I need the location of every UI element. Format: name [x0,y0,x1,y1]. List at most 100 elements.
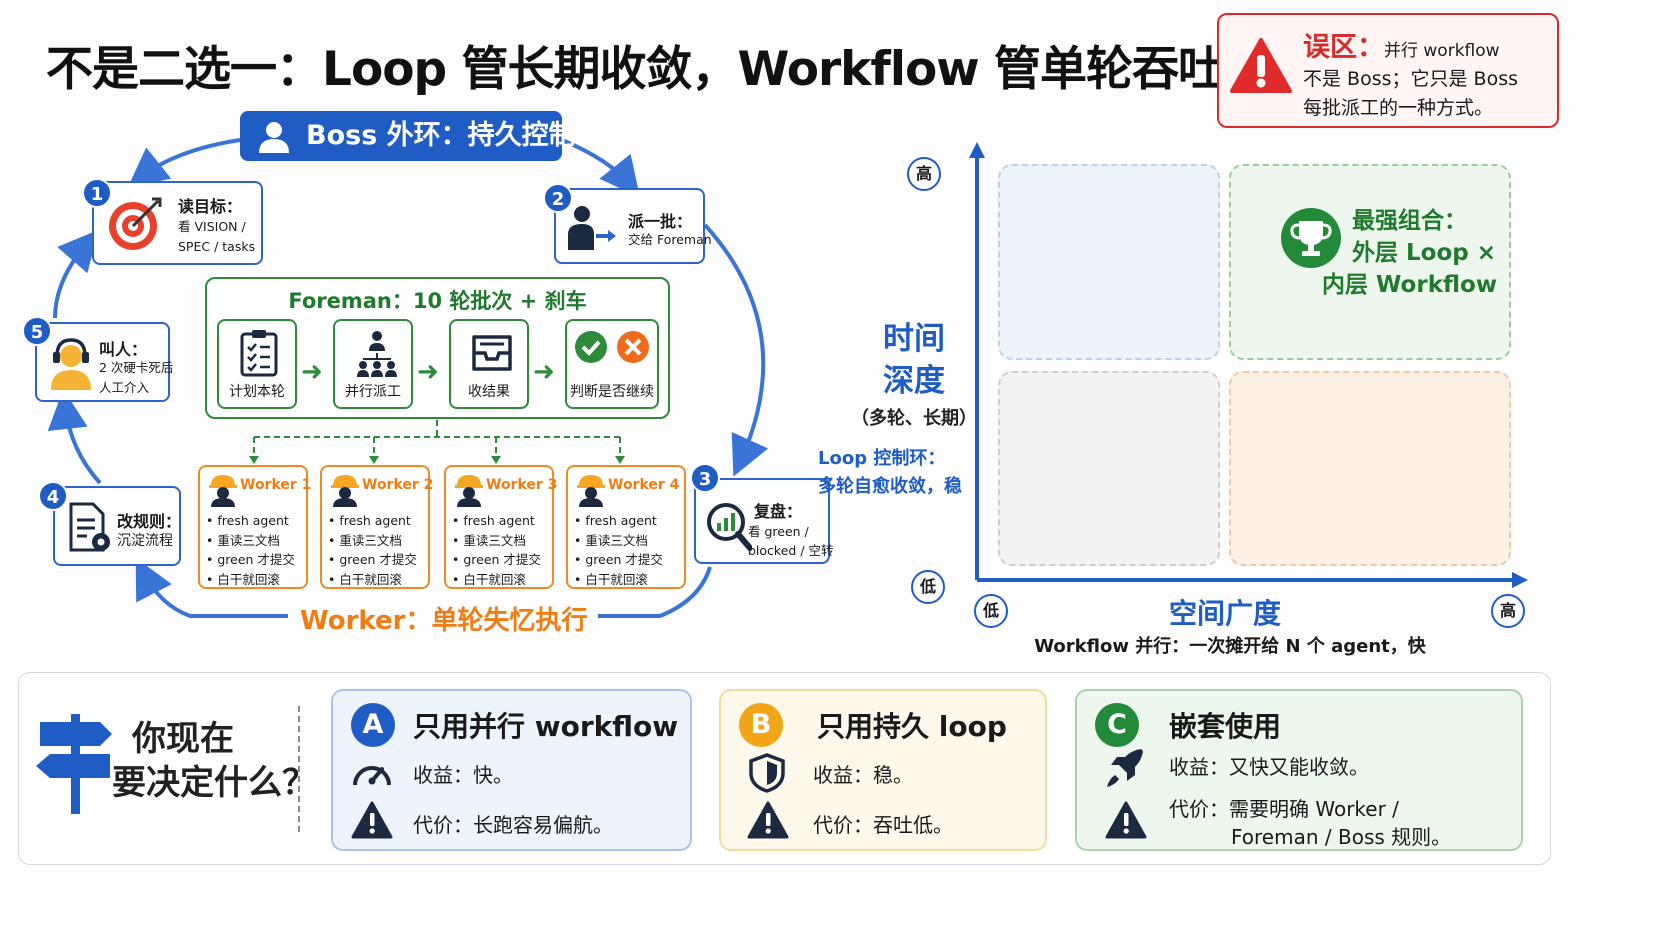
headset-person-icon [51,338,91,390]
stage-collect-label: 收结果 [468,384,510,400]
team-dispatch-icon [357,331,397,377]
page-title: 不是二选一：Loop 管长期收敛，Workflow 管单轮吞吐 [46,42,1225,97]
option-b-badge: B [739,703,783,747]
foreman-panel: Foreman：10 轮批次 + 刹车 计划本轮 ➜ 并行派工 ➜ 收结果 ➜ [205,277,670,419]
step-3-title: 复盘： [754,502,803,521]
boss-loop-arrows [47,138,769,618]
list-item: • fresh agent [452,513,535,528]
step-5-title: 叫人： [99,340,148,359]
y-high-label: 高 [907,157,941,191]
step-4-title: 改规则： [117,512,182,531]
worker-name: Worker 2 [362,477,434,493]
option-b-title: 只用持久 loop [817,710,1007,743]
list-item: • fresh agent [328,513,411,528]
boss-label: Boss 外环：持久控制 [306,120,576,151]
list-item: • green 才提交 [328,552,417,567]
option-c-title: 嵌套使用 [1169,710,1282,743]
step-1-title: 读目标： [178,197,243,216]
x-low-label: 低 [974,594,1008,628]
stage-decide: 判断是否继续 [565,319,659,409]
step-2-number: 2 [543,183,573,213]
worker-items: • fresh agent • 重读三文档 • green 才提交 • 白干就回… [452,511,541,589]
stage-decide-label: 判断是否继续 [570,384,654,400]
step-1-number: 1 [82,178,112,208]
list-item: • 重读三文档 [574,532,648,548]
decide-question: 你现在要决定什么？ [112,719,316,803]
list-item: • fresh agent [206,513,289,528]
matrix-axes [969,142,1528,588]
person-dispatch-icon [568,206,616,250]
option-a-cost: 代价：长跑容易偏航。 [413,813,613,837]
clipboard-checklist-icon [240,330,278,377]
shield-icon [749,753,785,793]
worker-name: Worker 4 [608,477,680,493]
step-3-number: 3 [690,463,720,493]
stage-collect: 收结果 [449,319,529,409]
option-c-cost-line-2: Foreman / Boss 规则。 [1231,825,1452,849]
arrow-icon: ➜ [301,357,323,387]
warning-icon [1230,38,1292,93]
user-icon [259,122,289,153]
hardhat-worker-icon [577,475,605,507]
step-revise-rules: 改规则： 沉淀流程 [53,486,181,566]
magnifier-chart-icon [707,503,752,551]
arrow-icon: ➜ [533,357,555,387]
worker-name: Worker 3 [486,477,558,493]
x-axis-title: 空间广度 [1168,597,1281,630]
step-4-number: 4 [38,481,68,511]
list-item: • 白干就回滚 [574,571,648,587]
hardhat-worker-icon [209,475,237,507]
list-item: • 白干就回滚 [452,571,526,587]
option-b-gain: 收益：稳。 [813,763,913,787]
worker-card: Worker 4 • fresh agent • 重读三文档 • green 才… [566,465,686,589]
step-dispatch-batch: 派一批： 交给 Foreman [554,188,712,264]
step-2-title: 派一批： [628,212,693,231]
option-a-card: A 只用并行 workflow 收益：快。 代价：长跑容易偏航。 [331,689,692,851]
loop-note: Loop 控制环：多轮自愈收敛，稳 [818,448,962,497]
step-4-line-1: 沉淀流程 [117,533,173,549]
worker-items: • fresh agent • 重读三文档 • green 才提交 • 白干就回… [574,511,663,589]
step-1-line-2: SPEC / tasks [178,239,256,254]
step-5-number: 5 [22,316,52,346]
best-combo-text: 最强组合： 外层 Loop × 内层 Workflow [1322,208,1498,298]
warning-line-1: 误区：并行 workflow [1303,32,1500,63]
stage-dispatch: 并行派工 [333,319,413,409]
rocket-icon [1107,749,1143,787]
y-axis-title: 时间深度 [883,321,945,399]
quadrant-bottom-right [1229,371,1511,566]
worker-card: Worker 3 • fresh agent • 重读三文档 • green 才… [444,465,558,589]
warning-icon [351,801,393,839]
warning-line-2: 不是 Boss；它只是 Boss [1303,68,1518,90]
list-item: • fresh agent [574,513,657,528]
step-call-human: 叫人： 2 次硬卡死后 人工介入 [35,322,173,402]
option-c-cost-line-1: 代价：需要明确 Worker / [1169,797,1399,821]
step-read-goal: 读目标： 看 VISION / SPEC / tasks [92,181,263,265]
step-review: 复盘： 看 green / blocked / 空转 [694,478,834,564]
warning-icon [1105,801,1147,839]
divider [298,706,300,832]
x-high-label: 高 [1491,594,1525,628]
option-b-card: B 只用持久 loop 收益：稳。 代价：吞吐低。 [719,689,1047,851]
worker-layer-label: Worker：单轮失忆执行 [290,600,598,637]
workflow-note: Workflow 并行：一次摊开给 N 个 agent，快 [1034,636,1426,657]
document-gear-icon [69,502,110,552]
worker-card: Worker 1 • fresh agent • 重读三文档 • green 才… [198,465,312,589]
speedometer-icon [353,766,391,786]
list-item: • 白干就回滚 [206,571,280,587]
list-item: • 重读三文档 [452,532,526,548]
target-icon [109,197,162,250]
inbox-tray-icon [472,335,512,371]
quadrant-top-left [998,164,1220,360]
signpost-icon [36,714,112,814]
y-axis-subtitle: （多轮、长期） [851,408,977,429]
worker-name: Worker 1 [240,477,312,493]
hardhat-worker-icon [455,475,483,507]
option-a-gain: 收益：快。 [413,763,513,787]
list-item: • green 才提交 [574,552,663,567]
step-5-line-2: 人工介入 [99,380,150,395]
check-cross-icon [575,331,649,363]
arrow-icon: ➜ [417,357,439,387]
quadrant-top-right [1229,164,1511,360]
list-item: • 重读三文档 [328,532,402,548]
misconception-callout: 误区：并行 workflow 不是 Boss；它只是 Boss 每批派工的一种方… [1217,13,1559,128]
